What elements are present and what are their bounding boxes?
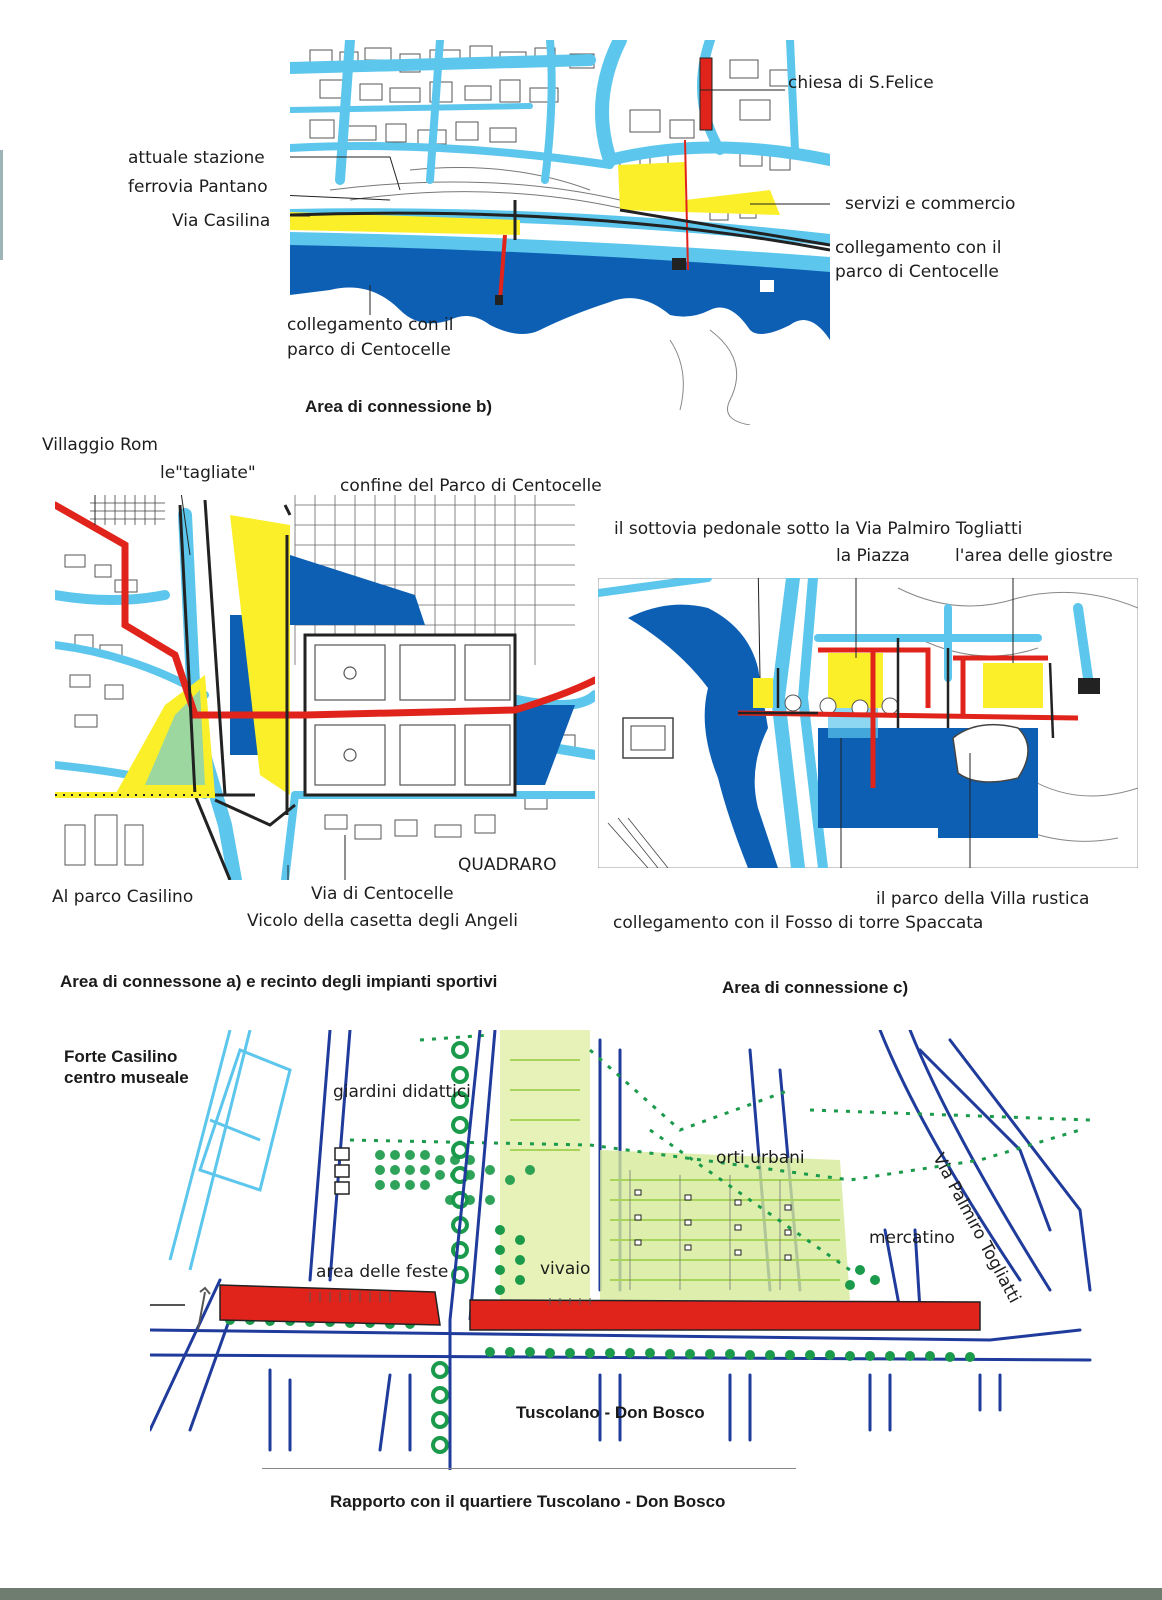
label-servizi: servizi e commercio [845, 194, 1016, 214]
label-stazione-2: ferrovia Pantano [128, 177, 268, 197]
label-villaggio: Villaggio Rom [42, 435, 158, 455]
map-area-a [55, 495, 595, 880]
label-coll-left-2: parco di Centocelle [287, 340, 451, 360]
label-confine: confine del Parco di Centocelle [340, 476, 602, 496]
label-giardini: giardini didattici [333, 1082, 471, 1102]
north-arrow-icon [150, 1286, 211, 1331]
caption-area-a: Area di connessone a) e recinto degli im… [60, 972, 498, 991]
label-tagliate: le"tagliate" [160, 463, 256, 483]
label-coll-left-1: collegamento con il [287, 315, 454, 335]
label-giostre: l'area delle giostre [955, 546, 1113, 566]
label-forte-2: centro museale [64, 1068, 189, 1087]
label-feste: area delle feste [316, 1262, 449, 1282]
label-vicolo: Vicolo della casetta degli Angeli [247, 911, 518, 931]
map-area-c [598, 578, 1138, 868]
map-area-b [290, 40, 830, 425]
label-forte-1: Forte Casilino [64, 1047, 178, 1066]
label-villa: il parco della Villa rustica [876, 889, 1090, 909]
map-tuscolano [150, 1030, 1092, 1470]
caption-area-b: Area di connessione b) [305, 397, 493, 416]
label-coll-right-1: collegamento con il [835, 238, 1002, 258]
label-fosso: collegamento con il Fosso di torre Spacc… [613, 913, 984, 933]
caption-tuscolano: Rapporto con il quartiere Tuscolano - Do… [330, 1492, 726, 1511]
label-al-parco: Al parco Casilino [52, 887, 194, 907]
label-orti: orti urbani [716, 1148, 805, 1168]
label-tuscolano: Tuscolano - Don Bosco [516, 1403, 705, 1422]
label-piazza: la Piazza [836, 546, 910, 566]
label-mercatino: mercatino [869, 1228, 955, 1248]
bottom-band [0, 1588, 1162, 1600]
label-quadraro: QUADRARO [458, 855, 557, 875]
scan-edge [0, 150, 3, 260]
label-via-centocelle: Via di Centocelle [311, 884, 454, 904]
label-via-casilina: Via Casilina [172, 211, 271, 231]
label-sottovia: il sottovia pedonale sotto la Via Palmir… [614, 519, 1023, 539]
divider [262, 1468, 796, 1469]
caption-area-c: Area di connessione c) [722, 978, 909, 997]
label-coll-right-2: parco di Centocelle [835, 262, 999, 282]
label-stazione-1: attuale stazione [128, 148, 265, 168]
label-chiesa: chiesa di S.Felice [788, 73, 934, 93]
label-vivaio: vivaio [540, 1259, 591, 1279]
centocelle-park [290, 245, 830, 340]
